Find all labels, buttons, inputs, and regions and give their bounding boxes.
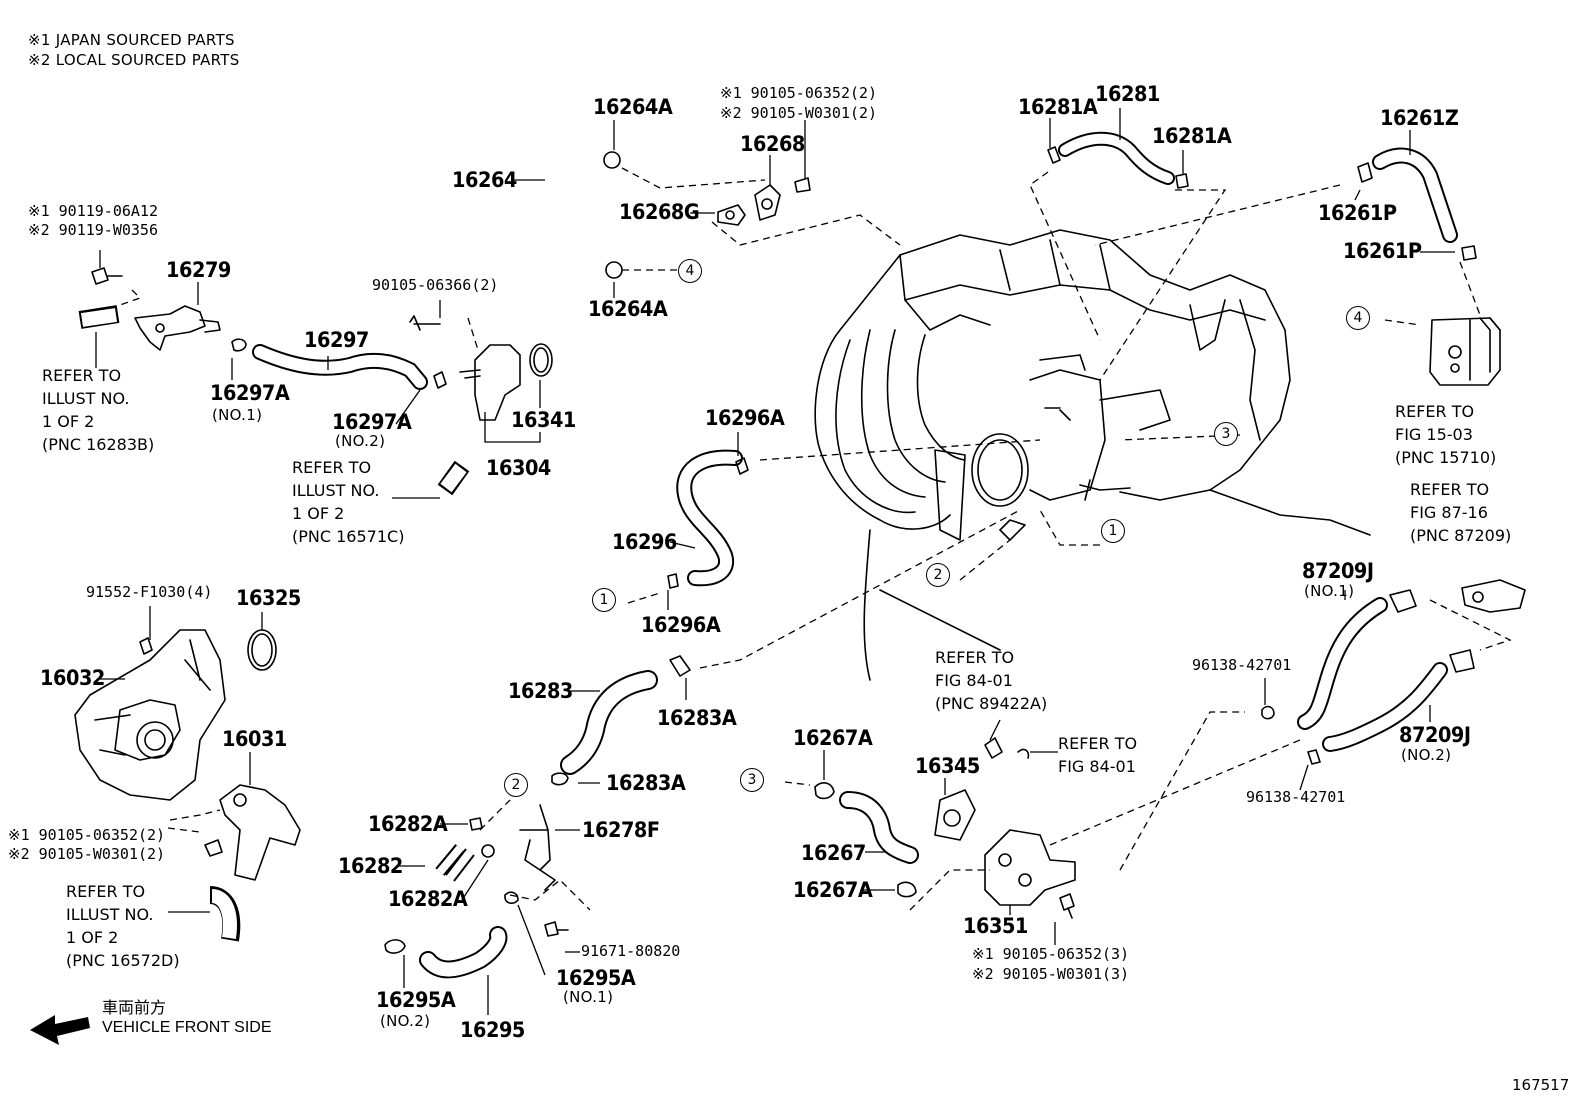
part-label: 16264A xyxy=(588,297,668,321)
part-label: 16267A xyxy=(793,878,873,902)
part-label: 16282A xyxy=(368,812,448,836)
bolt-label: ※2 90105-W0301(2) xyxy=(8,845,166,863)
part-label: 16341 xyxy=(511,408,576,432)
legend-local-sourced: ※2 LOCAL SOURCED PARTS xyxy=(28,51,240,69)
part-label: 16296 xyxy=(612,530,677,554)
part-label: 16281A xyxy=(1018,95,1098,119)
part-label: 16325 xyxy=(236,586,301,610)
part-label: 16279 xyxy=(166,258,231,282)
part-label: 16261Z xyxy=(1380,106,1459,130)
part-label: 16268 xyxy=(740,132,805,156)
part-label: 16296A xyxy=(705,406,785,430)
part-label: 16261P xyxy=(1343,239,1422,263)
part-label: 16351 xyxy=(963,914,1028,938)
part-label: 16282 xyxy=(338,854,403,878)
vehicle-front-label: VEHICLE FRONT SIDE xyxy=(102,1019,272,1036)
part-label: 16296A xyxy=(641,613,721,637)
bolt-label: 96138-42701 xyxy=(1246,788,1346,806)
part-label: 16278F xyxy=(582,818,660,842)
part-sublabel: (NO.1) xyxy=(212,406,263,424)
callout-4: 4 xyxy=(678,259,702,283)
bolt-label: ※1 90105-06352(2) xyxy=(720,84,878,102)
part-label: 16264 xyxy=(452,168,517,192)
bolt-label: 90105-06366(2) xyxy=(372,276,499,294)
part-label: 16281A xyxy=(1152,124,1232,148)
part-label: 16267A xyxy=(793,726,873,750)
part-label: 16304 xyxy=(486,456,551,480)
bolt-label: 91552-F1030(4) xyxy=(86,583,213,601)
part-label: 16295 xyxy=(460,1018,525,1042)
part-label: 16297A xyxy=(332,410,412,434)
part-label: 87209J xyxy=(1399,723,1471,747)
part-label: 16295A xyxy=(376,988,456,1012)
part-label: 16283 xyxy=(508,679,573,703)
callout-3: 3 xyxy=(1214,422,1238,446)
bolt-label: 91671-80820 xyxy=(581,942,681,960)
vehicle-front-label-jp: 車両前方 xyxy=(102,998,167,1017)
part-label: 16283A xyxy=(657,706,737,730)
part-sublabel: (NO.1) xyxy=(1304,582,1355,600)
part-sublabel: (NO.2) xyxy=(1401,746,1452,764)
part-label: 16267 xyxy=(801,841,866,865)
engine-assembly-drawing xyxy=(814,229,1371,681)
bolt-label: ※1 90105-06352(3) xyxy=(972,945,1130,963)
bolt-label: ※1 90105-06352(2) xyxy=(8,826,166,844)
bolt-label: ※1 90119-06A12 xyxy=(28,202,158,220)
part-label: 16345 xyxy=(915,754,980,778)
part-label: 16297 xyxy=(304,328,369,352)
part-label: 16281 xyxy=(1095,82,1160,106)
bolt-label: 96138-42701 xyxy=(1192,656,1292,674)
part-label: 16032 xyxy=(40,666,105,690)
part-label: 16282A xyxy=(388,887,468,911)
bolt-label: ※2 90119-W0356 xyxy=(28,221,158,239)
callout-2: 2 xyxy=(926,563,950,587)
callout-3: 3 xyxy=(740,768,764,792)
part-sublabel: (NO.1) xyxy=(563,988,614,1006)
callout-1: 1 xyxy=(592,588,616,612)
bolt-label: ※2 90105-W0301(2) xyxy=(720,104,878,122)
figure-id: 167517 xyxy=(1512,1076,1570,1094)
part-label: 16268G xyxy=(619,200,700,224)
part-sublabel: (NO.2) xyxy=(380,1012,431,1030)
dashed-leaders xyxy=(119,167,1512,911)
part-label: 16031 xyxy=(222,727,287,751)
legend-japan-sourced: ※1 JAPAN SOURCED PARTS xyxy=(28,31,235,49)
part-label: 16297A xyxy=(210,381,290,405)
callout-4: 4 xyxy=(1346,306,1370,330)
part-label: 16264A xyxy=(593,95,673,119)
callout-2: 2 xyxy=(504,773,528,797)
leader-lines xyxy=(95,108,1455,1015)
part-sublabel: (NO.2) xyxy=(335,432,386,450)
part-label: 16295A xyxy=(556,966,636,990)
part-label: 16283A xyxy=(606,771,686,795)
part-label: 87209J xyxy=(1302,559,1374,583)
callout-1: 1 xyxy=(1101,519,1125,543)
front-arrow-icon xyxy=(30,1015,90,1045)
part-label: 16261P xyxy=(1318,201,1397,225)
bolt-label: ※2 90105-W0301(3) xyxy=(972,965,1130,983)
